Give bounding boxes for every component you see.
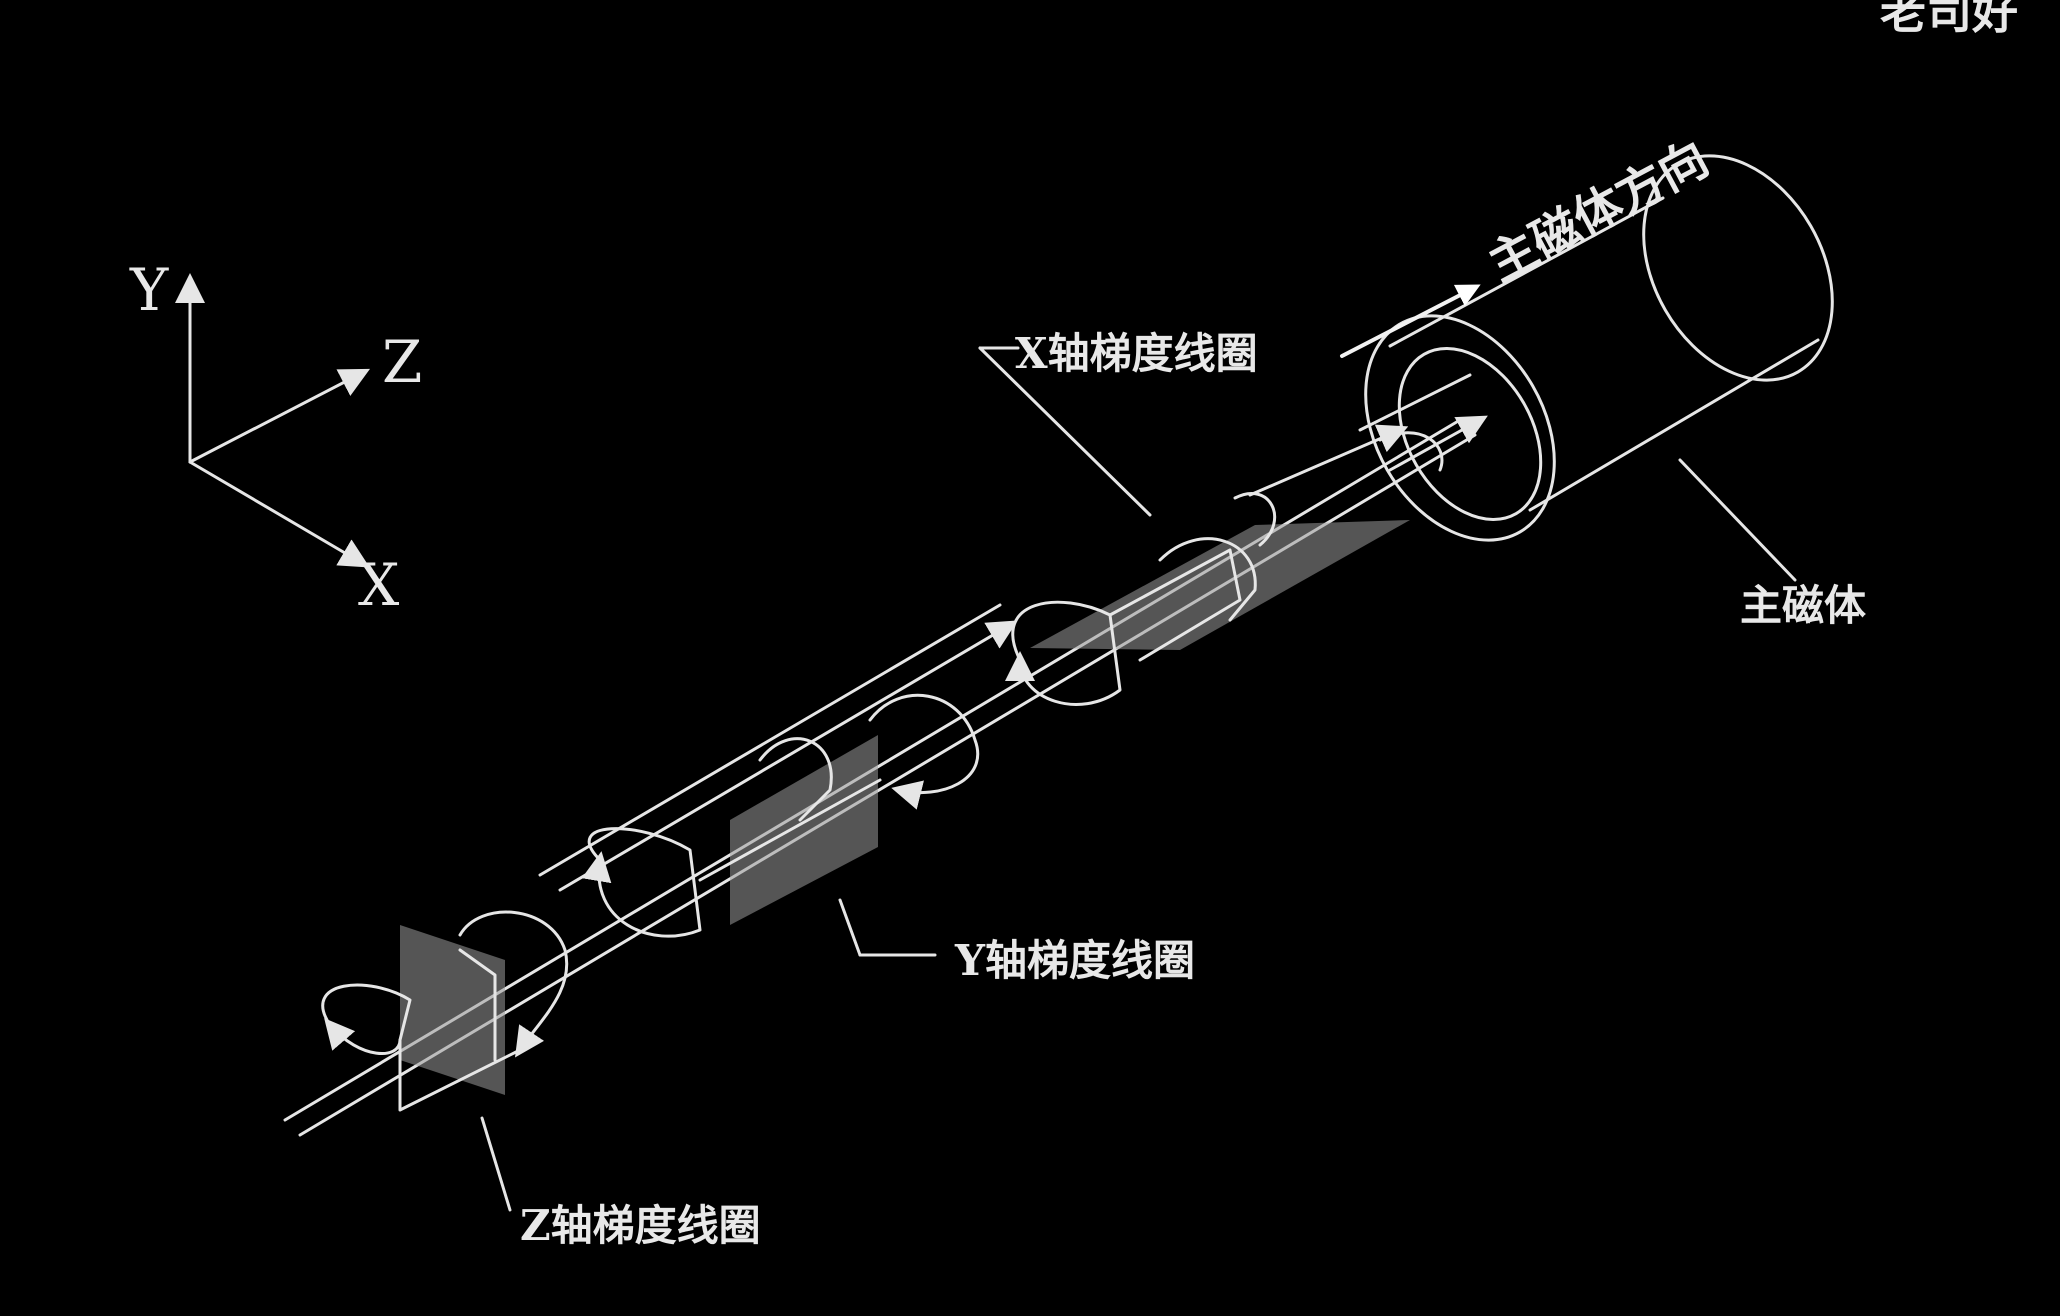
coordinate-axes: Y Z X	[129, 256, 422, 619]
y-axis-label: Y	[129, 256, 169, 324]
x-coil-plane	[1030, 520, 1410, 650]
main-magnet-direction-label: 主磁体方向	[1479, 130, 1717, 292]
x-axis-line	[188, 460, 370, 568]
x-coil-label: X轴梯度线圈	[1015, 329, 1258, 378]
main-magnet-label: 主磁体	[1740, 581, 1866, 630]
y-coil-plane	[730, 735, 878, 925]
y-gradient-coil	[538, 603, 1018, 938]
y-coil-label: Y轴梯度线圈	[954, 936, 1195, 985]
z-gradient-coil	[321, 910, 569, 1112]
watermark-text: 老司好	[1880, 0, 2018, 39]
x-axis-label: X	[358, 551, 400, 619]
z-coil-plane	[400, 925, 505, 1095]
magnet-direction-arrow	[1340, 284, 1481, 358]
z-axis-line	[188, 368, 370, 464]
z-coil-label: Z轴梯度线圈	[520, 1201, 761, 1250]
z-axis-label: Z	[382, 328, 422, 396]
x-gradient-coil	[1005, 373, 1480, 706]
leader-lines	[480, 346, 1797, 1212]
